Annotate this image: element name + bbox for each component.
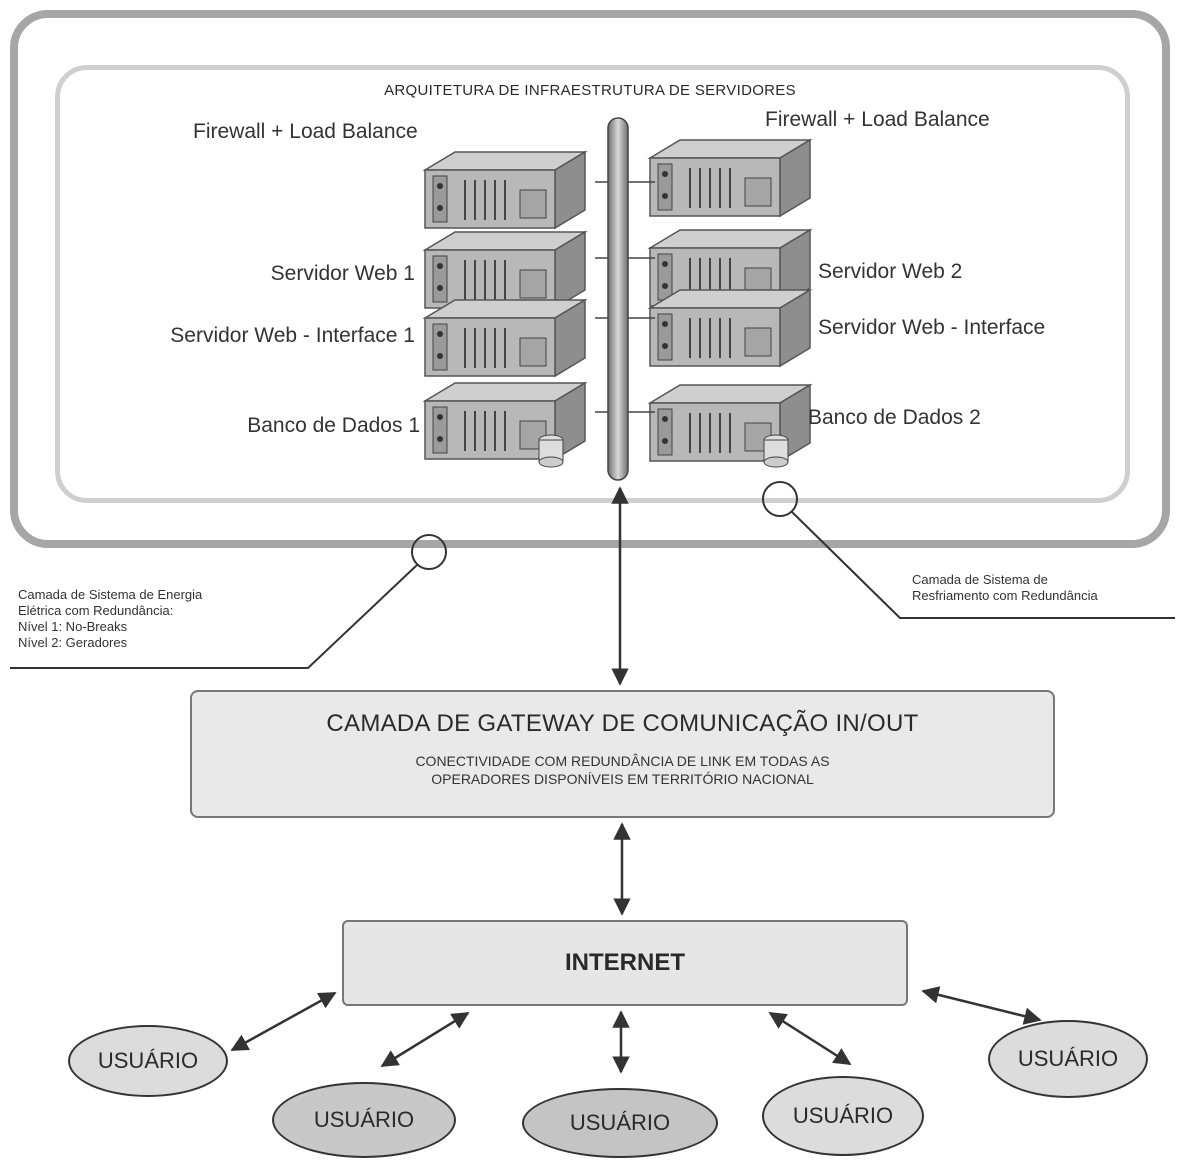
- server-web-interface-left: [424, 299, 586, 377]
- gateway-subtitle: CONECTIVIDADE COM REDUNDÂNCIA DE LINK EM…: [192, 752, 1053, 788]
- energy-callout: [10, 534, 447, 669]
- label-web-right: Servidor Web 2: [818, 260, 963, 283]
- label-web-left: Servidor Web 1: [270, 262, 415, 285]
- cooling-note-line-2: Resfriamento com Redundância: [912, 588, 1098, 603]
- user-label: USUÁRIO: [1017, 1046, 1119, 1071]
- arrow-internet-user-5: [921, 986, 1042, 1025]
- gateway-subtitle-line-2: OPERADORES DISPONÍVEIS EM TERRITÓRIO NAC…: [431, 771, 814, 787]
- user-label: USUÁRIO: [97, 1048, 199, 1073]
- user-label: USUÁRIO: [569, 1110, 671, 1135]
- energy-note-line-4: Nível 2: Geradores: [18, 635, 128, 650]
- server-database-right: [649, 384, 811, 468]
- inner-infrastructure-frame: [55, 65, 1130, 503]
- user-label: USUÁRIO: [313, 1107, 415, 1132]
- label-firewall-left: Firewall + Load Balance: [193, 120, 418, 143]
- label-firewall-right: Firewall + Load Balance: [765, 108, 990, 131]
- cooling-note: Camada de Sistema de Resfriamento com Re…: [912, 572, 1172, 604]
- server-database-left: [424, 382, 586, 468]
- energy-note-line-2: Elétrica com Redundância:: [18, 603, 174, 618]
- energy-note: Camada de Sistema de Energia Elétrica co…: [18, 587, 288, 651]
- cooling-note-line-1: Camada de Sistema de: [912, 572, 1048, 587]
- arrow-internet-user-4: [768, 1011, 852, 1066]
- user-node-1: USUÁRIO: [68, 1025, 228, 1097]
- gateway-subtitle-line-1: CONECTIVIDADE COM REDUNDÂNCIA DE LINK EM…: [415, 753, 830, 769]
- energy-note-line-1: Camada de Sistema de Energia: [18, 587, 203, 602]
- arrow-internet-user-1: [230, 991, 337, 1052]
- network-backbone: [595, 117, 655, 481]
- energy-note-line-3: Nível 1: No-Breaks: [18, 619, 128, 634]
- server-web-left: [424, 231, 586, 309]
- diagram-title: ARQUITETURA DE INFRAESTRUTURA DE SERVIDO…: [384, 82, 796, 99]
- user-node-2: USUÁRIO: [272, 1082, 456, 1158]
- outer-infrastructure-frame: [10, 10, 1170, 548]
- label-database-right: Banco de Dados 2: [808, 406, 981, 429]
- internet-box: INTERNET: [342, 920, 908, 1006]
- user-node-4: USUÁRIO: [762, 1076, 924, 1156]
- arrow-internet-user-2: [380, 1011, 470, 1068]
- server-firewall-left: [424, 151, 586, 229]
- user-label: USUÁRIO: [792, 1103, 894, 1128]
- user-node-5: USUÁRIO: [988, 1020, 1148, 1098]
- cooling-callout: [762, 481, 1175, 619]
- server-web-interface-right: [649, 289, 811, 367]
- internet-label: INTERNET: [565, 949, 685, 976]
- server-firewall-right: [649, 139, 811, 217]
- user-node-3: USUÁRIO: [522, 1088, 718, 1158]
- label-web-interface-right: Servidor Web - Interface: [818, 316, 1046, 339]
- label-database-left: Banco de Dados 1: [247, 414, 420, 437]
- gateway-layer-box: CAMADA DE GATEWAY DE COMUNICAÇÃO IN/OUT …: [190, 690, 1055, 818]
- label-web-interface-left: Servidor Web - Interface 1: [170, 324, 415, 347]
- gateway-title: CAMADA DE GATEWAY DE COMUNICAÇÃO IN/OUT: [326, 710, 919, 737]
